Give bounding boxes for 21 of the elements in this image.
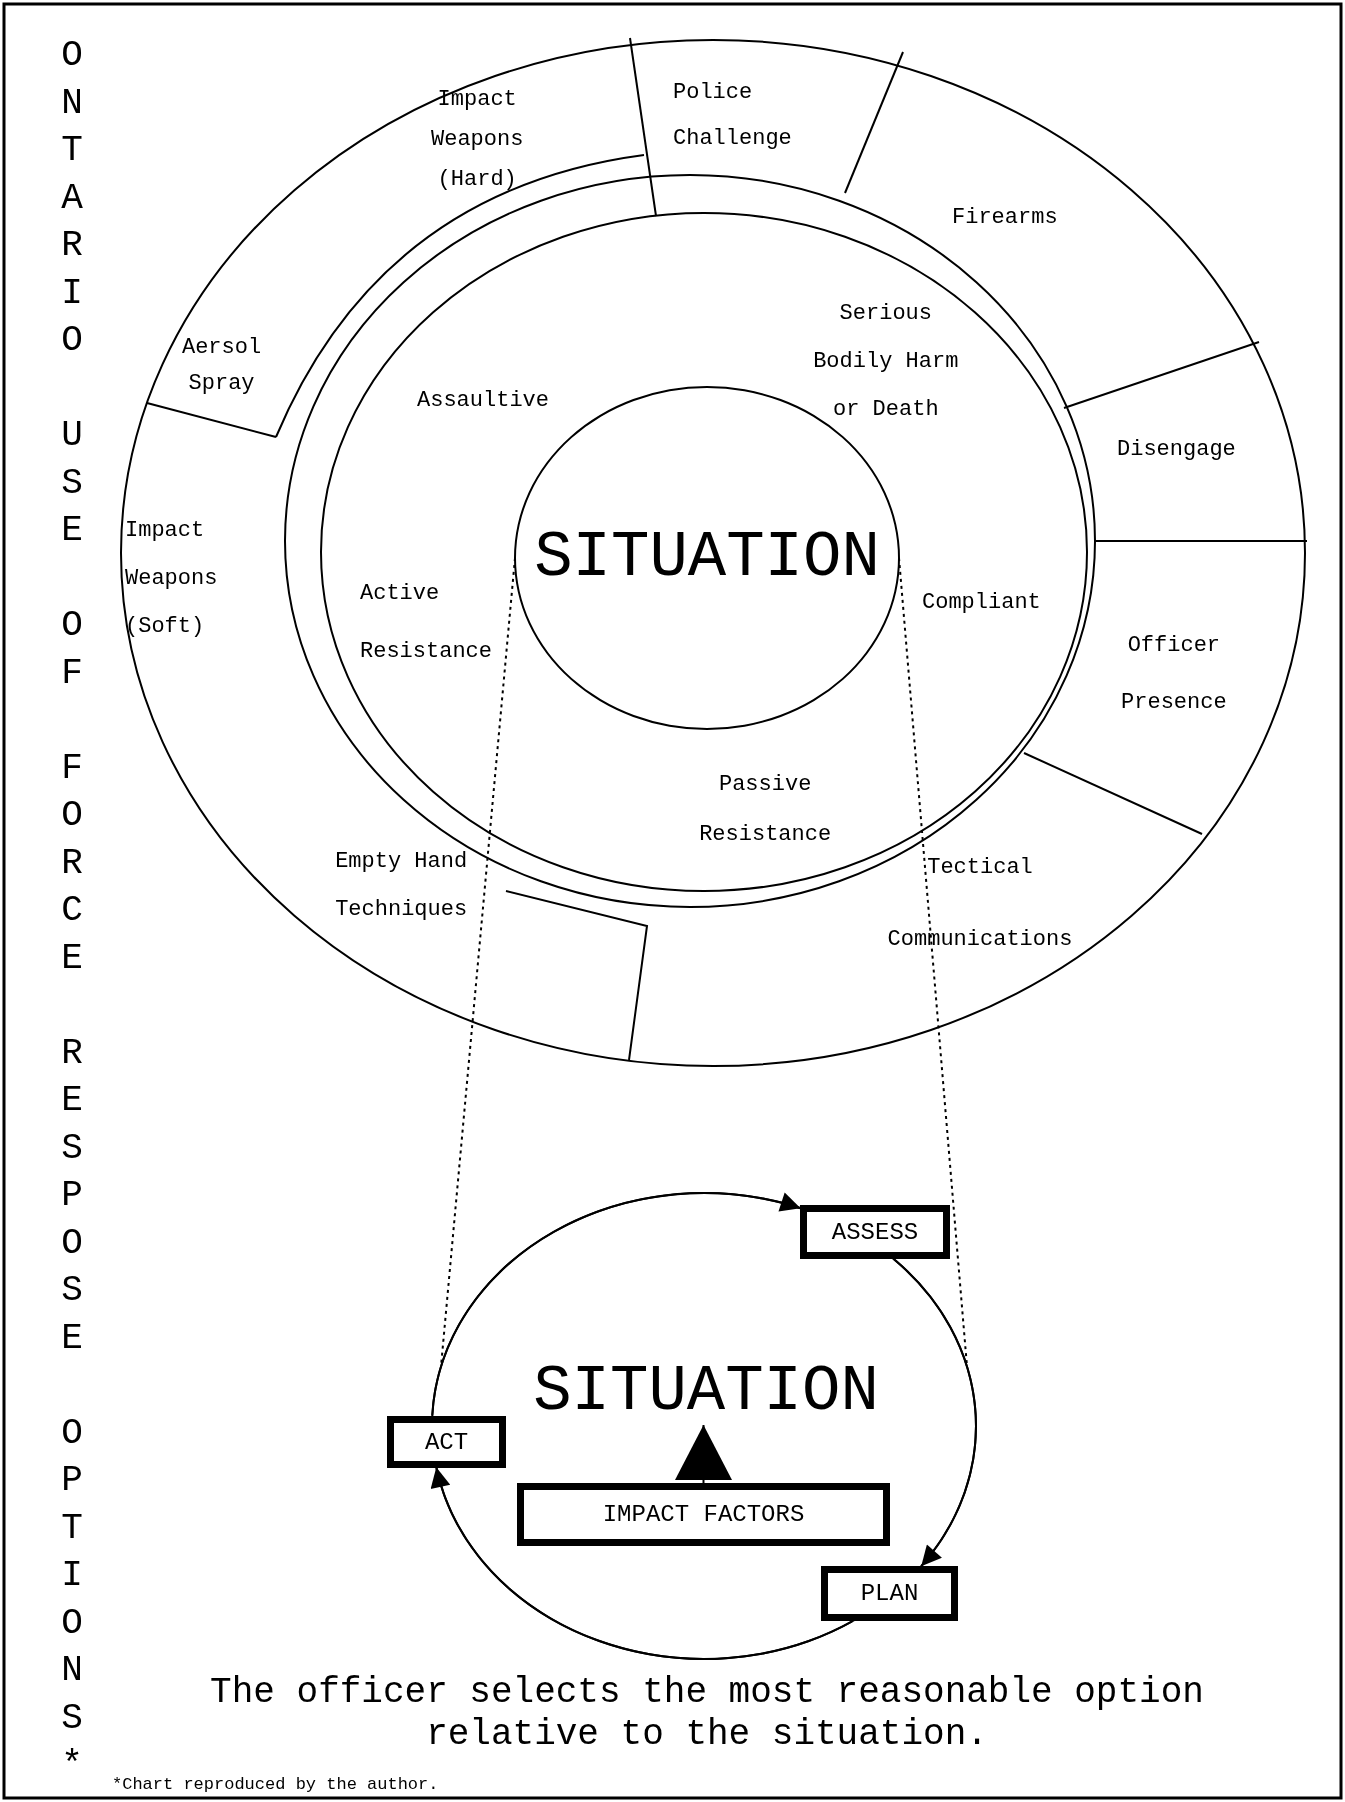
segment-label: Empty Hand Techniques: [334, 848, 469, 924]
segment-label: Firearms: [952, 204, 1059, 232]
segment-label: Disengage: [1117, 436, 1237, 464]
situation-heading: SITUATION: [506, 1360, 906, 1425]
segment-label: Tectical Communications: [886, 854, 1074, 954]
caption: The officer selects the most reasonable option relative to the situation.: [209, 1672, 1205, 1756]
footnote: *Chart reproduced by the author.: [112, 1774, 440, 1796]
segment-label: Aersol Spray: [180, 334, 263, 398]
segment-label: Active Resistance: [360, 580, 494, 666]
segment-label: Serious Bodily Harm or Death: [812, 300, 960, 424]
segment-label: Impact Weapons (Hard): [430, 86, 525, 194]
segment-label: Impact Weapons (Soft): [125, 517, 219, 641]
vertical-title: ONTARIO USE OF FORCE RESPOSE OPTIONS*: [60, 34, 84, 1788]
segment-label: Assaultive: [417, 387, 551, 415]
segment-label: Passive Resistance: [698, 771, 833, 849]
segment-label: Compliant: [922, 589, 1042, 617]
segment-label: Police Challenge: [673, 79, 793, 153]
pointer-triangle-arrow: [675, 1424, 732, 1484]
impact-factors-box: IMPACT FACTORS: [517, 1483, 890, 1546]
segment-label: Officer Presence: [1120, 632, 1228, 717]
act-box: ACT: [387, 1416, 506, 1468]
